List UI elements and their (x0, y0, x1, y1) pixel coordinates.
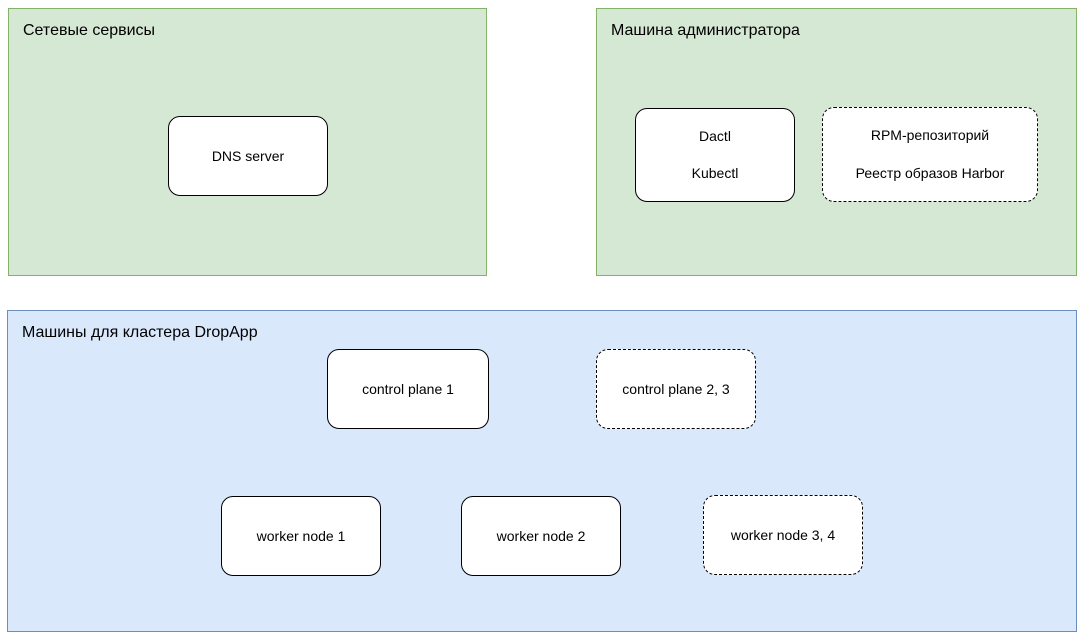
node-control-plane-2-3: control plane 2, 3 (596, 349, 756, 429)
node-worker-node-3-4: worker node 3, 4 (703, 495, 863, 575)
node-dns-server: DNS server (168, 116, 328, 196)
container-dropapp-cluster-title: Машины для кластера DropApp (22, 324, 258, 341)
container-network-services-title: Сетевые сервисы (23, 22, 156, 39)
node-rpm-repo-harbor: RPM-репозиторий Реестр образов Harbor (822, 107, 1038, 202)
node-worker-node-1: worker node 1 (221, 496, 381, 576)
node-control-plane-1: control plane 1 (327, 349, 489, 429)
node-dactl-kubectl: Dactl Kubectl (635, 108, 795, 202)
node-worker-node-2: worker node 2 (461, 496, 621, 576)
container-dropapp-cluster: Машины для кластера DropApp (7, 310, 1077, 632)
container-admin-machine-title: Машина администратора (611, 22, 800, 39)
